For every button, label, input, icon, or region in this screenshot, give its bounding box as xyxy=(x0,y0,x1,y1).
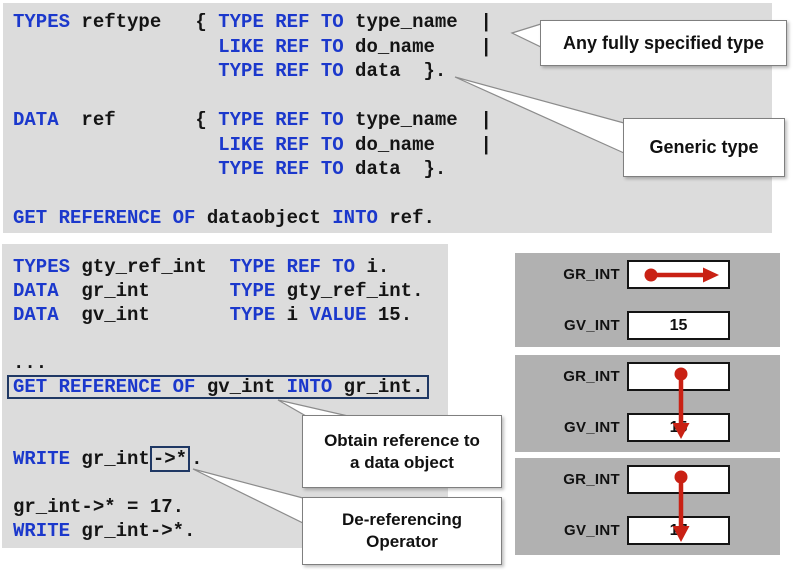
code-text: ref. xyxy=(377,207,435,229)
panel-row: GV_INT 17 xyxy=(515,516,780,545)
code-keyword: TYPE REF TO xyxy=(218,158,344,180)
callout-generic-type: Generic type xyxy=(623,118,785,177)
code-line: gr_int->* = 17. xyxy=(13,495,448,519)
code-text: gr_int xyxy=(58,280,230,302)
panel-row: GV_INT 15 xyxy=(515,413,780,442)
code-keyword: TYPE xyxy=(229,280,276,302)
code-text: gr_int->* = 17. xyxy=(13,496,185,518)
code-line: WRITE gr_int->*. xyxy=(13,446,448,472)
panel-row: GV_INT 15 xyxy=(515,311,780,340)
code-line xyxy=(13,327,448,351)
code-text: gr_int->*. xyxy=(70,520,196,542)
code-keyword: TYPE REF TO xyxy=(218,11,344,33)
reference-arrow-down-icon xyxy=(672,470,690,542)
code-text: dataobject xyxy=(195,207,333,229)
gr-int-label: GR_INT xyxy=(563,471,620,488)
code-keyword: GET REFERENCE OF xyxy=(13,376,196,398)
code-keyword: LIKE REF TO xyxy=(218,35,344,58)
code-text: gv_int xyxy=(195,376,287,398)
code-line: TYPE REF TO data }. xyxy=(13,157,772,182)
code-line xyxy=(13,182,772,207)
code-line: TYPES gty_ref_int TYPE REF TO i. xyxy=(13,255,448,279)
code-text: gty_ref_int xyxy=(70,256,230,278)
code-keyword: INTO xyxy=(332,207,378,229)
code-keyword: DATA xyxy=(13,304,59,326)
reference-arrow-right-icon xyxy=(644,267,719,283)
panel-row: GR_INT xyxy=(515,362,780,391)
code-text: gr_int. xyxy=(332,376,424,398)
code-text: gr_int xyxy=(70,448,150,470)
code-text xyxy=(13,60,218,82)
code-text xyxy=(13,134,218,156)
code-line: TYPE REF TO data }. xyxy=(13,59,772,84)
code-keyword: DATA xyxy=(13,280,59,302)
code-line: DATA ref { TYPE REF TO type_name | xyxy=(13,108,772,133)
code-line: LIKE REF TO do_name | xyxy=(13,35,772,60)
code-text: ... xyxy=(13,352,48,374)
gr-int-value-box xyxy=(627,465,730,494)
code-text xyxy=(13,158,218,180)
gv-int-label: GV_INT xyxy=(564,419,620,436)
code-line: DATA gr_int TYPE gty_ref_int. xyxy=(13,279,448,303)
code-text: gv_int xyxy=(58,304,230,326)
code-text: gty_ref_int. xyxy=(275,280,424,302)
code-keyword: INTO xyxy=(286,376,333,398)
code-text: type_name | xyxy=(343,109,492,131)
callout-obtain-reference: Obtain reference to a data object xyxy=(302,415,502,488)
code-text: data }. xyxy=(343,158,447,180)
code-keyword: DATA xyxy=(13,109,59,131)
code-line: DATA gv_int TYPE i VALUE 15. xyxy=(13,303,448,327)
code-text: do_name | xyxy=(343,133,492,156)
code-line: GET REFERENCE OF dataobject INTO ref. xyxy=(13,206,772,231)
code-line xyxy=(13,84,772,109)
code-keyword: TYPES xyxy=(13,11,71,33)
code-text: . xyxy=(191,448,203,470)
code-keyword: TYPE REF TO xyxy=(229,256,356,278)
callout-dereferencing-operator: De-referencing Operator xyxy=(302,497,502,565)
gr-int-label: GR_INT xyxy=(563,368,620,385)
code-text: do_name | xyxy=(343,35,492,58)
code-text: 15. xyxy=(366,304,413,326)
memory-panel-2: GR_INT GV_INT 15 xyxy=(515,355,780,452)
code-line: TYPES reftype { TYPE REF TO type_name | xyxy=(13,10,772,35)
code-keyword: LIKE REF TO xyxy=(218,133,344,156)
callout-any-fully-specified-type: Any fully specified type xyxy=(540,20,787,66)
code-text: data }. xyxy=(343,60,447,82)
memory-panel-3: GR_INT GV_INT 17 xyxy=(515,458,780,555)
code-keyword: TYPE REF TO xyxy=(218,60,344,82)
dereference-operator: ->* xyxy=(149,446,191,472)
code-keyword: WRITE xyxy=(13,520,71,542)
code-keyword: TYPES xyxy=(13,256,71,278)
code-text: i xyxy=(275,304,310,326)
gv-int-label: GV_INT xyxy=(564,522,620,539)
gr-int-label: GR_INT xyxy=(563,266,620,283)
code-text: type_name | xyxy=(343,11,492,33)
code-text xyxy=(13,36,218,58)
code-text: ref { xyxy=(58,109,219,131)
code-line-highlighted: GET REFERENCE OF gv_int INTO gr_int. xyxy=(7,375,430,399)
panel-row: GR_INT xyxy=(515,465,780,494)
code-text: i. xyxy=(355,256,390,278)
memory-panel-1: GR_INT GV_INT 15 xyxy=(515,253,780,347)
code-keyword: VALUE xyxy=(309,304,367,326)
code-keyword: GET REFERENCE OF xyxy=(13,207,196,229)
code-line: ... xyxy=(13,351,448,375)
code-keyword: TYPE xyxy=(229,304,276,326)
code-keyword: WRITE xyxy=(13,448,71,470)
code-line: WRITE gr_int->*. xyxy=(13,519,448,543)
gv-int-value-box: 15 xyxy=(627,311,730,340)
code-text: reftype { xyxy=(70,11,219,33)
gv-int-label: GV_INT xyxy=(564,317,620,334)
reference-arrow-down-icon xyxy=(672,367,690,439)
code-keyword: TYPE REF TO xyxy=(218,109,344,131)
